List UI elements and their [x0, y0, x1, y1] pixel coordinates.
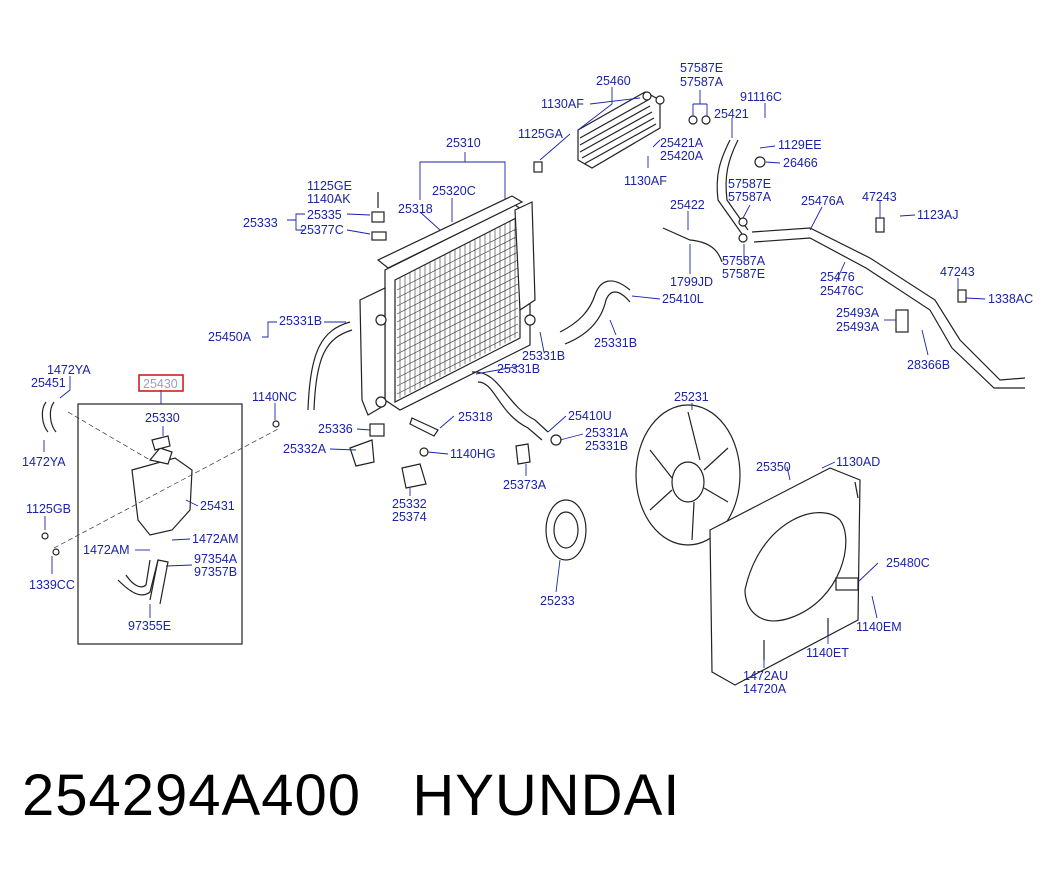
label-25460[interactable]: 25460 [596, 74, 631, 88]
label-57587A-b[interactable]: 57587A [728, 190, 772, 204]
label-25451[interactable]: 25451 [31, 376, 66, 390]
label-28366B[interactable]: 28366B [907, 358, 950, 372]
label-25493A-b[interactable]: 25493A [836, 320, 880, 334]
label-25420A[interactable]: 25420A [660, 149, 704, 163]
label-26466[interactable]: 26466 [783, 156, 818, 170]
label-25233[interactable]: 25233 [540, 594, 575, 608]
label-1129EE[interactable]: 1129EE [778, 138, 822, 152]
label-25410L[interactable]: 25410L [662, 292, 704, 306]
label-25331B-b[interactable]: 25331B [594, 336, 637, 350]
label-1140HG[interactable]: 1140HG [450, 447, 496, 461]
caption-part-number: 254294A400 [22, 763, 361, 828]
label-25350[interactable]: 25350 [756, 460, 791, 474]
label-1130AD[interactable]: 1130AD [836, 455, 880, 469]
label-57587E-a[interactable]: 57587E [680, 61, 723, 75]
label-25476A[interactable]: 25476A [801, 194, 845, 208]
label-25421A[interactable]: 25421A [660, 136, 704, 150]
label-25331B-a[interactable]: 25331B [279, 314, 322, 328]
fasteners [41, 115, 967, 660]
label-47243-b[interactable]: 47243 [940, 265, 975, 279]
label-25336[interactable]: 25336 [318, 422, 353, 436]
parts-diagram: 25460 57587E 57587A 1130AF 91116C 25421 … [22, 61, 1033, 696]
label-1130AF-b[interactable]: 1130AF [624, 174, 667, 188]
leader-lines [43, 87, 986, 668]
label-25377C[interactable]: 25377C [300, 223, 344, 237]
label-1140EM[interactable]: 1140EM [856, 620, 902, 634]
label-25335[interactable]: 25335 [307, 208, 342, 222]
label-25431[interactable]: 25431 [200, 499, 235, 513]
label-1125GA[interactable]: 1125GA [518, 127, 564, 141]
label-25332[interactable]: 25332 [392, 497, 427, 511]
label-1123AJ[interactable]: 1123AJ [917, 208, 958, 222]
label-1472AU[interactable]: 1472AU [743, 669, 788, 683]
label-25373A[interactable]: 25373A [503, 478, 547, 492]
label-25410U[interactable]: 25410U [568, 409, 612, 423]
label-1472YA-a[interactable]: 1472YA [47, 363, 91, 377]
label-25493A-a[interactable]: 25493A [836, 306, 880, 320]
label-1339CC[interactable]: 1339CC [29, 578, 75, 592]
label-25318-b[interactable]: 25318 [458, 410, 493, 424]
label-1130AF-a[interactable]: 1130AF [541, 97, 584, 111]
label-97355E[interactable]: 97355E [128, 619, 171, 633]
label-25320C[interactable]: 25320C [432, 184, 476, 198]
label-1338AC[interactable]: 1338AC [988, 292, 1033, 306]
label-25331B-e[interactable]: 25331B [585, 439, 628, 453]
label-25330[interactable]: 25330 [145, 411, 180, 425]
label-25318-a[interactable]: 25318 [398, 202, 433, 216]
label-91116C[interactable]: 91116C [740, 90, 782, 104]
label-97354A[interactable]: 97354A [194, 552, 238, 566]
label-1472AM-a[interactable]: 1472AM [83, 543, 130, 557]
label-1472YA-b[interactable]: 1472YA [22, 455, 66, 469]
label-25476[interactable]: 25476 [820, 270, 855, 284]
label-47243-a[interactable]: 47243 [862, 190, 897, 204]
label-1140ET[interactable]: 1140ET [806, 646, 849, 660]
label-25450A[interactable]: 25450A [208, 330, 252, 344]
label-25231[interactable]: 25231 [674, 390, 709, 404]
label-25331B-d[interactable]: 25331B [497, 362, 540, 376]
label-1472AM-b[interactable]: 1472AM [192, 532, 239, 546]
label-25331B-c[interactable]: 25331B [522, 349, 565, 363]
label-57587A-c[interactable]: 57587A [722, 254, 766, 268]
label-1799JD[interactable]: 1799JD [670, 275, 713, 289]
label-1140AK[interactable]: 1140AK [307, 192, 351, 206]
label-57587E-c[interactable]: 57587E [722, 267, 765, 281]
highlight-box [138, 374, 184, 392]
caption-brand: HYUNDAI [412, 763, 681, 828]
label-1140NC[interactable]: 1140NC [252, 390, 297, 404]
label-25480C[interactable]: 25480C [886, 556, 930, 570]
label-25374[interactable]: 25374 [392, 510, 427, 524]
part-labels: 25460 57587E 57587A 1130AF 91116C 25421 … [22, 61, 1033, 696]
fan-shroud [709, 467, 861, 686]
label-57587A-a[interactable]: 57587A [680, 75, 724, 89]
label-1125GB[interactable]: 1125GB [26, 502, 71, 516]
label-25430[interactable]: 25430 [143, 377, 178, 391]
label-25422[interactable]: 25422 [670, 198, 705, 212]
cooling-fan [545, 404, 741, 561]
label-97357B[interactable]: 97357B [194, 565, 237, 579]
label-1125GE[interactable]: 1125GE [307, 179, 352, 193]
label-25476C[interactable]: 25476C [820, 284, 864, 298]
radiator [359, 195, 536, 416]
label-25421[interactable]: 25421 [714, 107, 749, 121]
label-25332A[interactable]: 25332A [283, 442, 327, 456]
label-14720A[interactable]: 14720A [743, 682, 787, 696]
oil-cooler [577, 91, 665, 169]
label-25310[interactable]: 25310 [446, 136, 481, 150]
part-caption: 254294A400 HYUNDAI [22, 762, 680, 832]
label-25331A[interactable]: 25331A [585, 426, 629, 440]
label-57587E-b[interactable]: 57587E [728, 177, 771, 191]
label-25333[interactable]: 25333 [243, 216, 278, 230]
reservoir-group [41, 401, 281, 645]
